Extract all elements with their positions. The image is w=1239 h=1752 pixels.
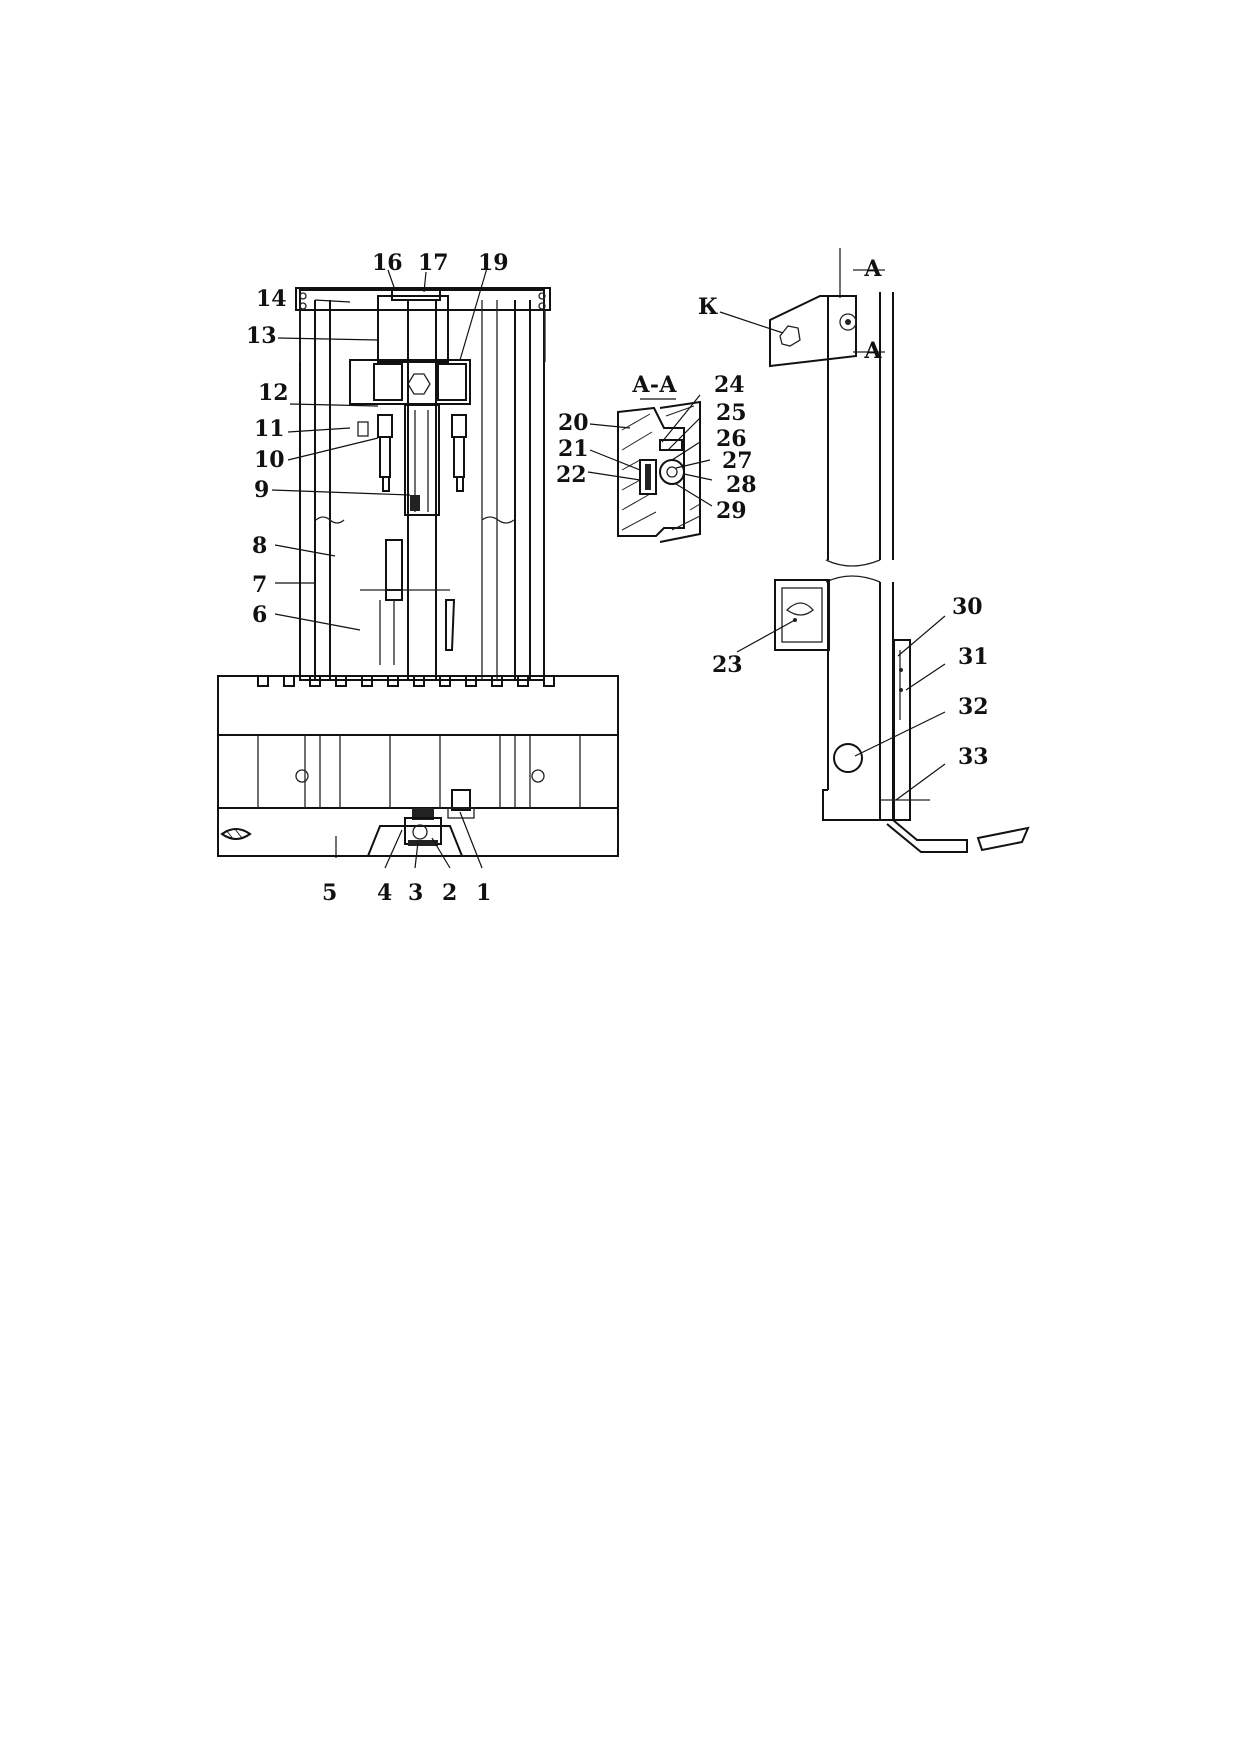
- cut-mark-a-top: А: [864, 256, 882, 282]
- label-19: 19: [478, 250, 509, 276]
- label-26: 26: [716, 426, 747, 452]
- label-5: 5: [322, 880, 337, 906]
- section-aa: [617, 400, 701, 543]
- label-14: 14: [256, 286, 287, 312]
- label-21: 21: [558, 436, 589, 462]
- label-8: 8: [252, 533, 267, 559]
- part-labels: 16 17 19 14 13 12 11 10 9 8 7 6 5 4 3 2 …: [246, 250, 989, 906]
- section-title: А-А: [632, 372, 677, 398]
- label-4: 4: [377, 880, 392, 906]
- label-7: 7: [252, 572, 267, 598]
- label-31: 31: [958, 644, 989, 670]
- label-9: 9: [254, 477, 269, 503]
- label-1: 1: [476, 880, 491, 906]
- label-16: 16: [372, 250, 403, 276]
- cut-mark-a-bottom: А: [864, 338, 882, 364]
- label-13: 13: [246, 323, 277, 349]
- label-3: 3: [408, 880, 423, 906]
- label-22: 22: [556, 462, 587, 488]
- label-25: 25: [716, 400, 747, 426]
- label-28: 28: [726, 472, 757, 498]
- label-27: 27: [722, 448, 753, 474]
- label-32: 32: [958, 694, 989, 720]
- label-17: 17: [418, 250, 449, 276]
- base-beam: [217, 675, 619, 857]
- label-2: 2: [442, 880, 457, 906]
- label-20: 20: [558, 410, 589, 436]
- label-23: 23: [712, 652, 743, 678]
- label-30: 30: [952, 594, 983, 620]
- label-33: 33: [958, 744, 989, 770]
- leader-lines: [271, 267, 946, 869]
- label-24: 24: [714, 372, 745, 398]
- mast-frame: [299, 289, 545, 681]
- label-12: 12: [258, 380, 289, 406]
- label-11: 11: [254, 416, 285, 442]
- label-10: 10: [254, 447, 285, 473]
- side-view: [769, 248, 1030, 853]
- view-k-label: К: [698, 294, 718, 320]
- label-29: 29: [716, 498, 747, 524]
- front-view: [217, 287, 619, 857]
- label-6: 6: [252, 602, 267, 628]
